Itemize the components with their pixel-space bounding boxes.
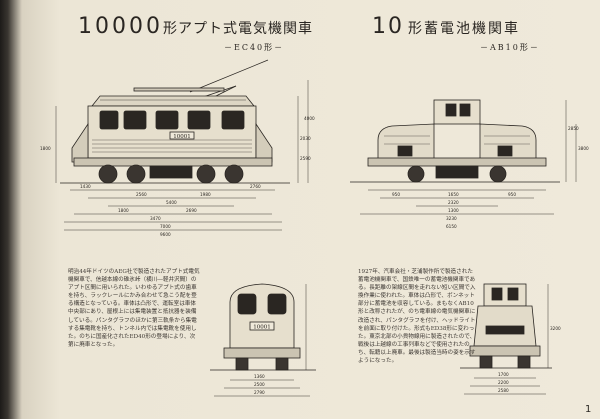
ec40-front-dim: 2790 bbox=[254, 390, 265, 395]
ec40-dimension-labels: 1430 2560 1980 2760 5400 1800 2690 3470 … bbox=[40, 116, 315, 237]
ec40-dim: 5400 bbox=[166, 200, 177, 205]
right-subtitle: －AB10形－ bbox=[480, 43, 540, 52]
ec40-dim: 7000 bbox=[160, 224, 171, 229]
ab10-dim: 2320 bbox=[448, 200, 459, 205]
ab10-front-dim: 2200 bbox=[498, 380, 509, 385]
ab10-dim: 2850 bbox=[568, 126, 579, 131]
left-title: 10000形アプト式電気機関車 bbox=[78, 14, 313, 39]
ab10-dim: 1650 bbox=[448, 192, 459, 197]
ec40-dim: 1430 bbox=[80, 184, 91, 189]
ab10-dimension-labels: 950 1650 950 2320 1300 3230 6150 2850 38… bbox=[392, 126, 589, 229]
ab10-dim: 1300 bbox=[448, 208, 459, 213]
ab10-front-dimension-labels: 1700 2200 2580 3200 bbox=[498, 326, 561, 393]
ec40-front-plate: 10001 bbox=[253, 325, 271, 331]
ab10-dim: 3230 bbox=[446, 216, 457, 221]
left-title-text: 形アプト式電気機関車 bbox=[163, 21, 313, 37]
ec40-front-view: 10001 bbox=[210, 283, 316, 397]
ab10-dim: 6150 bbox=[446, 224, 457, 229]
ab10-side-view bbox=[350, 99, 577, 215]
ec40-dim: 9600 bbox=[160, 232, 171, 237]
ec40-side-plate: 10001 bbox=[173, 134, 191, 140]
ab10-description: 1927年、汽車会社・芝浦製作所で製造された蓄電池機関車で、国鉄唯一の蓄電池機関… bbox=[358, 269, 476, 365]
ec40-dim: 2030 bbox=[300, 136, 311, 141]
ab10-dim: 950 bbox=[392, 192, 400, 197]
ec40-dim: 4000 bbox=[304, 116, 315, 121]
right-title-text: 形蓄電池機関車 bbox=[408, 21, 520, 37]
ec40-dim: 2690 bbox=[186, 208, 197, 213]
ec40-dim: 2590 bbox=[300, 156, 311, 161]
ab10-front-dim: 2580 bbox=[498, 388, 509, 393]
ec40-dim: 2560 bbox=[136, 192, 147, 197]
ec40-dim: 1800 bbox=[40, 146, 51, 151]
ab10-dim: 950 bbox=[508, 192, 516, 197]
ec40-front-dim: 1360 bbox=[254, 374, 265, 379]
ab10-front-view bbox=[460, 283, 552, 395]
ec40-dim: 2760 bbox=[250, 184, 261, 189]
ec40-front-dimension-labels: 1360 2500 2790 bbox=[254, 374, 265, 395]
ec40-side-view: 10001 bbox=[55, 59, 309, 231]
page-number: 1 bbox=[585, 404, 592, 415]
left-title-number: 10000 bbox=[78, 14, 163, 39]
ec40-pantograph bbox=[133, 59, 269, 99]
ec40-front-dim: 2500 bbox=[254, 382, 265, 387]
ec40-description: 明治44年ドイツのAEG社で製造されたアプト式電気機関車で、信越本線の碓氷峠（横… bbox=[68, 269, 200, 348]
ec40-dim: 1800 bbox=[118, 208, 129, 213]
right-title-number: 10 bbox=[372, 14, 404, 39]
ab10-dim: 3800 bbox=[578, 146, 589, 151]
left-subtitle: －EC40形－ bbox=[224, 43, 285, 52]
ab10-front-dim: 3200 bbox=[550, 326, 561, 331]
ec40-dim: 3470 bbox=[150, 216, 161, 221]
ec40-dim: 1980 bbox=[200, 192, 211, 197]
ab10-front-dim: 1700 bbox=[498, 372, 509, 377]
